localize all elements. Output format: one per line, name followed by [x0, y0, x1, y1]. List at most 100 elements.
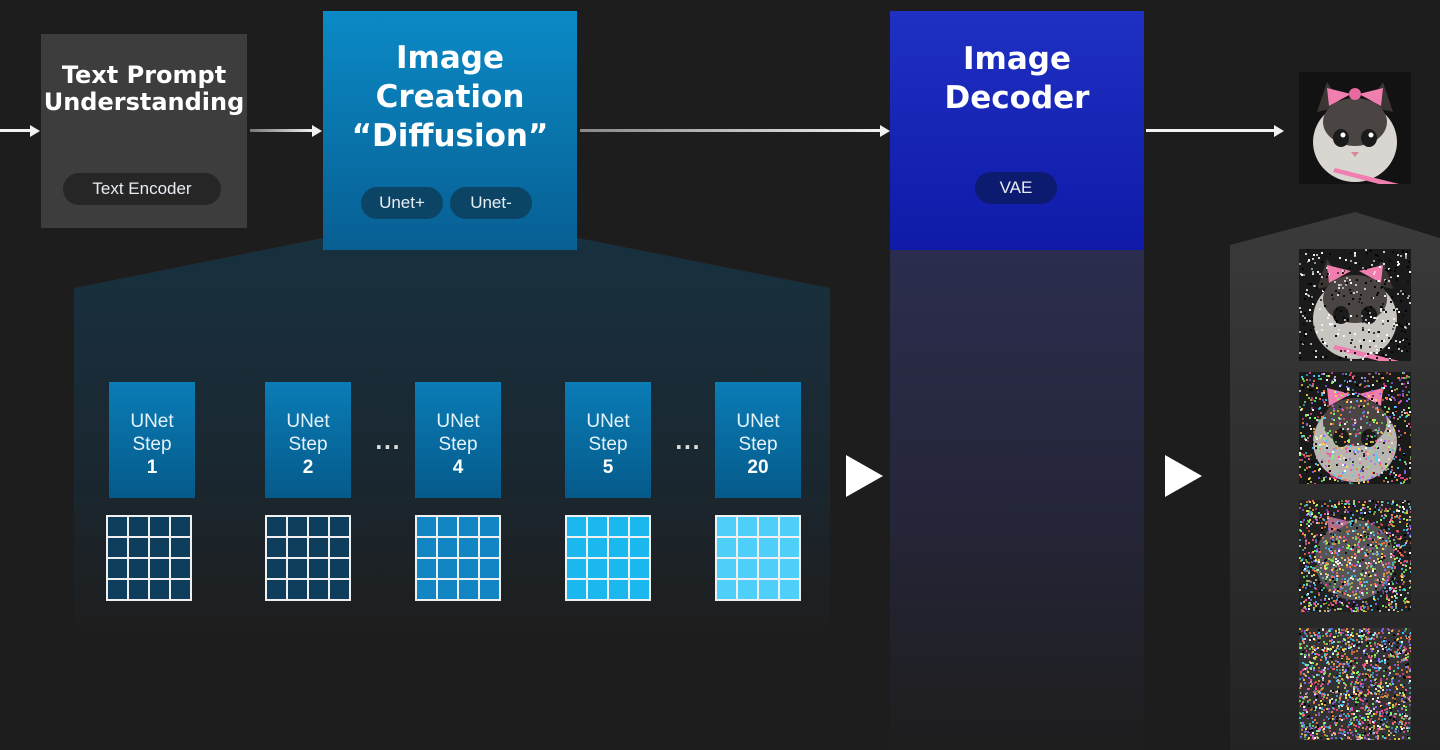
latent-cell [588, 580, 607, 599]
latent-cell [630, 538, 649, 557]
latent-cell [108, 559, 127, 578]
latent-cell [129, 580, 148, 599]
latent-cell [609, 559, 628, 578]
latent-cell [438, 538, 457, 557]
latent-cell [288, 580, 307, 599]
progression-image-1 [1299, 249, 1411, 361]
text-prompt-block: Text Prompt Understanding Text Encoder [41, 34, 247, 228]
latent-cell [780, 559, 799, 578]
latent-cell [630, 517, 649, 536]
latent-cell [150, 559, 169, 578]
latent-cell [738, 538, 757, 557]
unet-step-20: UNet Step 20 [715, 382, 801, 498]
latent-cell [780, 580, 799, 599]
latent-cell [459, 538, 478, 557]
latent-cell [330, 559, 349, 578]
latent-cell [267, 517, 286, 536]
progression-image-4 [1299, 628, 1411, 740]
latent-cell [780, 538, 799, 557]
latent-cell [567, 580, 586, 599]
latent-cell [459, 517, 478, 536]
play-triangle-icon [846, 455, 883, 497]
latent-cell [417, 559, 436, 578]
latent-cell [171, 559, 190, 578]
latent-cell [330, 580, 349, 599]
latent-cell [609, 517, 628, 536]
latent-cell [288, 538, 307, 557]
arrow-decoder-to-output-head [1274, 124, 1284, 137]
latent-cell [717, 517, 736, 536]
latent-cell [567, 559, 586, 578]
unet-step-5: UNet Step 5 [565, 382, 651, 498]
latent-cell [459, 580, 478, 599]
latent-cell [459, 559, 478, 578]
latent-grid-step-1 [106, 515, 192, 601]
decoder-detail-panel [890, 250, 1144, 750]
latent-cell [309, 538, 328, 557]
text-encoder-pill: Text Encoder [63, 173, 221, 205]
latent-cell [288, 517, 307, 536]
latent-cell [480, 559, 499, 578]
latent-cell [480, 538, 499, 557]
latent-cell [150, 538, 169, 557]
arrow-diffusion-to-decoder [580, 129, 882, 132]
latent-cell [108, 580, 127, 599]
latent-cell [588, 559, 607, 578]
latent-cell [129, 538, 148, 557]
latent-cell [171, 580, 190, 599]
latent-cell [309, 580, 328, 599]
latent-grid-step-4 [415, 515, 501, 601]
latent-cell [630, 559, 649, 578]
latent-cell [717, 559, 736, 578]
arrow-diffusion-to-decoder-head [880, 124, 890, 137]
latent-grid-step-20 [715, 515, 801, 601]
diffusion-block: Image Creation “Diffusion” Unet+ Unet- [323, 11, 577, 250]
latent-cell [438, 580, 457, 599]
latent-cell [129, 517, 148, 536]
latent-cell [171, 517, 190, 536]
unet-step-2: UNet Step 2 [265, 382, 351, 498]
latent-cell [108, 538, 127, 557]
latent-cell [738, 559, 757, 578]
progression-image-2 [1299, 372, 1411, 484]
kitten-heavy-noise-image [1299, 500, 1411, 612]
latent-cell [780, 517, 799, 536]
latent-cell [150, 517, 169, 536]
ellipsis-2: ... [675, 430, 701, 454]
latent-grid-step-5 [565, 515, 651, 601]
latent-cell [417, 517, 436, 536]
latent-cell [150, 580, 169, 599]
latent-cell [309, 517, 328, 536]
latent-cell [609, 580, 628, 599]
unet-plus-pill: Unet+ [361, 187, 443, 219]
latent-cell [717, 580, 736, 599]
kitten-image [1299, 72, 1411, 184]
arrow-decoder-to-output [1146, 129, 1276, 132]
vae-pill: VAE [975, 172, 1057, 204]
latent-cell [759, 538, 778, 557]
input-arrow-line [0, 129, 32, 132]
latent-cell [480, 517, 499, 536]
latent-cell [759, 580, 778, 599]
pure-noise-image [1299, 628, 1411, 740]
latent-cell [417, 580, 436, 599]
text-prompt-title: Text Prompt Understanding [43, 61, 245, 116]
latent-cell [588, 517, 607, 536]
latent-cell [609, 538, 628, 557]
arrow-text-to-diffusion-head [312, 124, 322, 137]
kitten-slight-noise-image [1299, 249, 1411, 361]
latent-cell [108, 517, 127, 536]
latent-cell [417, 538, 436, 557]
latent-cell [438, 517, 457, 536]
latent-cell [129, 559, 148, 578]
ellipsis-1: ... [375, 430, 401, 454]
final-output-image [1299, 72, 1411, 184]
unet-minus-pill: Unet- [450, 187, 532, 219]
latent-cell [267, 538, 286, 557]
input-arrow-head [30, 124, 40, 137]
latent-cell [630, 580, 649, 599]
play-triangle-icon [1165, 455, 1202, 497]
unet-step-1: UNet Step 1 [109, 382, 195, 498]
latent-cell [588, 538, 607, 557]
diffusion-title: Image Creation “Diffusion” [351, 40, 549, 154]
